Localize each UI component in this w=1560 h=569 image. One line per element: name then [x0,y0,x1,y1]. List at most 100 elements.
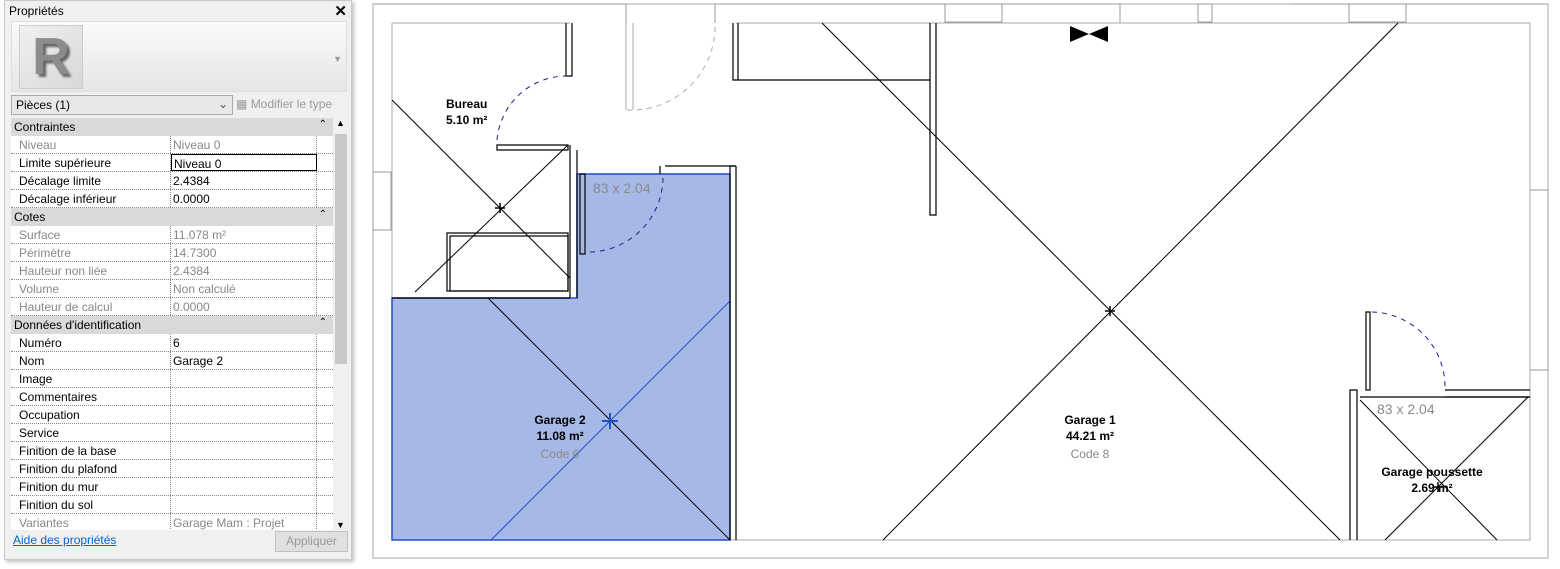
section-title: Cotes [14,210,46,224]
property-value: 11.078 m² [171,226,317,243]
property-value[interactable]: 6 [171,334,317,351]
section-header[interactable]: Données d'identification ⌃ [11,316,333,334]
property-label: Commentaires [11,388,171,405]
property-label: Surface [11,226,171,243]
property-label: Limite supérieure [11,154,171,171]
property-value[interactable]: 2.4384 [171,172,317,189]
property-value[interactable] [171,388,317,405]
exterior-wall-outline [372,3,1549,371]
property-label: Nom [11,352,171,369]
property-value: 14.7300 [171,244,317,261]
room-garage-2-selected[interactable] [391,173,731,541]
property-row: Commentaires [11,388,333,406]
revit-logo-icon: R [19,25,83,89]
scrollbar[interactable]: ▲▼ [334,118,348,530]
scroll-up-icon[interactable]: ▲ [336,118,345,128]
property-value: 2.4384 [171,262,317,279]
property-row: Finition de la base [11,442,333,460]
room-code-garage-1: Code 8 [1070,447,1110,461]
property-row: Finition du plafond [11,460,333,478]
property-value[interactable] [171,442,317,459]
modify-type-button[interactable]: ▦ Modifier le type [234,95,346,115]
equipment-symbol [1070,26,1108,42]
property-value[interactable]: Niveau 0 [171,154,317,171]
section-header[interactable]: Contraintes ⌃ [11,118,333,136]
property-label: Numéro [11,334,171,351]
property-label: Hauteur de calcul [11,298,171,315]
property-row: Occupation [11,406,333,424]
property-label: Finition du sol [11,496,171,513]
section-title: Données d'identification [14,318,142,332]
property-value[interactable] [171,406,317,423]
property-label: Image [11,370,171,387]
property-value[interactable] [171,496,317,513]
property-label: Finition du plafond [11,460,171,477]
property-label: Service [11,424,171,441]
type-preview[interactable]: R▼ [11,21,347,92]
property-value[interactable] [171,478,317,495]
property-row: Finition du sol [11,496,333,514]
property-label: Finition du mur [11,478,171,495]
property-label: Décalage limite [11,172,171,189]
close-icon[interactable]: ✕ [334,3,347,20]
type-selector[interactable]: Pièces (1) ⌄ [11,95,233,115]
room-code-garage-2: Code 6 [540,447,580,461]
section-title: Contraintes [14,120,76,134]
properties-help-link[interactable]: Aide des propriétés [13,533,117,547]
property-label: Volume [11,280,171,297]
property-value[interactable]: 0.0000 [171,190,317,207]
property-value: 0.0000 [171,298,317,315]
edit-type-icon: ▦ [236,97,248,111]
property-value: Niveau 0 [171,136,317,153]
scroll-thumb[interactable] [335,134,347,364]
type-selector-value: Pièces (1) [16,98,71,112]
property-row: Image [11,370,333,388]
property-label: Périmètre [11,244,171,261]
door-dimension-label[interactable]: 83 x 2.04 [1377,401,1435,417]
property-value[interactable] [171,460,317,477]
property-label: Hauteur non liée [11,262,171,279]
apply-button[interactable]: Appliquer [275,531,348,552]
section-header[interactable]: Cotes ⌃ [11,208,333,226]
property-label: Niveau [11,136,171,153]
property-value: Non calculé [171,280,317,297]
palette-title-bar[interactable]: Propriétés ✕ [5,1,351,21]
property-label: Variantes [11,514,171,530]
property-value[interactable] [171,424,317,441]
move-handle-icon[interactable] [602,413,618,429]
property-label: Occupation [11,406,171,423]
collapse-icon[interactable]: ⌃ [318,317,327,328]
property-label: Décalage inférieur [11,190,171,207]
modify-type-label: Modifier le type [250,97,333,111]
property-label: Finition de la base [11,442,171,459]
palette-title: Propriétés [9,4,64,18]
walls [392,23,1530,540]
property-value[interactable] [171,370,317,387]
property-value: Garage Mam : Projet [171,514,317,530]
collapse-icon[interactable]: ⌃ [318,209,327,220]
property-value[interactable]: Garage 2 [171,352,317,369]
property-row: Finition du mur [11,478,333,496]
scroll-down-icon[interactable]: ▼ [336,520,345,530]
chevron-down-icon: ⌄ [217,97,228,111]
dropdown-arrow-icon[interactable]: ▼ [333,54,342,64]
door-dimension-label[interactable]: 83 x 2.04 [593,180,651,196]
collapse-icon[interactable]: ⌃ [318,119,327,130]
